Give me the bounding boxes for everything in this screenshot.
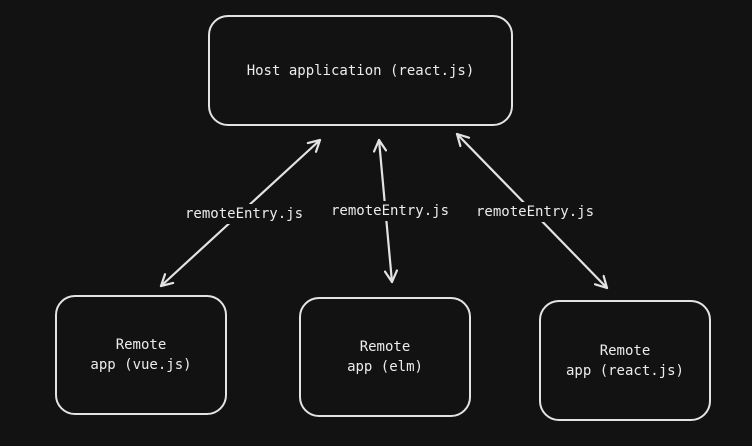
node-host-application[interactable]: Host application (react.js) — [208, 15, 513, 126]
edge-label-host-vue: remoteEntry.js — [183, 204, 306, 224]
edge-label-host-react: remoteEntry.js — [474, 202, 597, 222]
node-remote-vue[interactable]: Remote app (vue.js) — [55, 295, 227, 415]
node-remote-react-label: Remote app (react.js) — [565, 342, 684, 379]
node-host-application-label: Host application (react.js) — [246, 62, 475, 79]
node-remote-elm[interactable]: Remote app (elm) — [299, 297, 471, 417]
node-remote-elm-label: Remote app (elm) — [347, 339, 423, 375]
edge-label-host-elm: remoteEntry.js — [329, 201, 452, 221]
node-remote-react[interactable]: Remote app (react.js) — [539, 300, 711, 421]
node-remote-vue-label: Remote app (vue.js) — [90, 337, 192, 373]
